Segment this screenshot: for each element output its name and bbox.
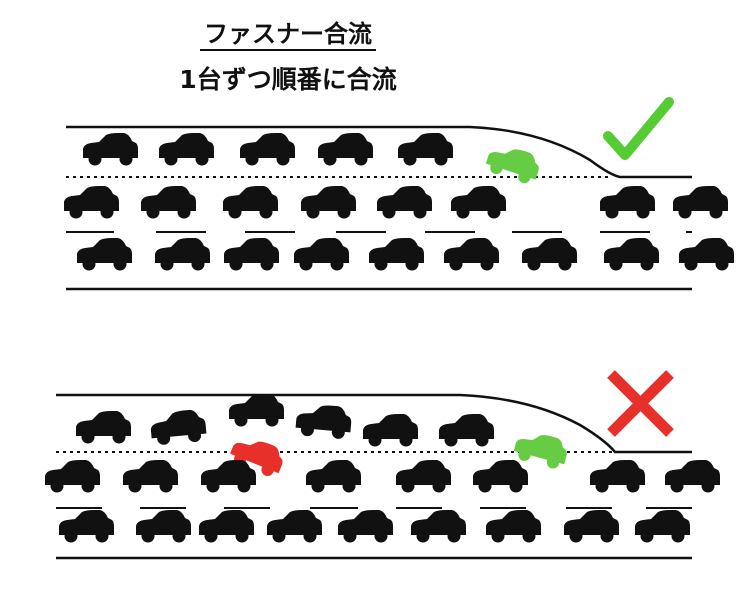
- diagram-title-text: ファスナー合流: [200, 20, 376, 51]
- good-scenario: [64, 97, 734, 291]
- diagram-subtitle: 1台ずつ順番に合流: [179, 65, 397, 94]
- cross-mark-icon: [607, 370, 674, 437]
- bad-merge-lane-cars: [76, 394, 494, 447]
- good-merge-lane-cars: [83, 133, 453, 166]
- good-merging-car: [483, 140, 543, 187]
- bad-merging-car: [511, 427, 571, 472]
- bad-scenario: [45, 370, 720, 560]
- good-main-lane-cars: [64, 186, 734, 271]
- check-mark-icon: [603, 97, 674, 160]
- road-edge-top-2: [56, 393, 692, 454]
- road-edge-top: [66, 125, 692, 179]
- bad-main-lane-cars: [45, 460, 720, 543]
- diagram-title: ファスナー合流: [0, 14, 588, 51]
